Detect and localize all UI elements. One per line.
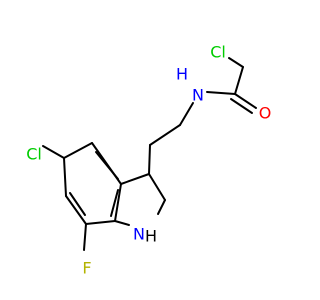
atom-oxygen: O: [259, 104, 272, 123]
atom-hydrogen-amide: H: [176, 65, 188, 84]
bond-aromatic-inner-2: [69, 192, 86, 216]
bond-carbonyl-oxygen: [234, 93, 257, 109]
bond-carbonyl-nitrogen: [206, 91, 236, 95]
bond-c7-f: [83, 223, 87, 251]
bond-c3a-c3: [120, 173, 150, 185]
bond-c5-c6: [63, 157, 67, 197]
atom-cl-acyl: Cl: [210, 43, 226, 62]
atom-layer: Cl O N H Cl N H F: [26, 43, 271, 278]
bond-layer: [42, 57, 257, 251]
bond-cl-ch2: [228, 57, 244, 68]
atom-fluorine: F: [82, 259, 91, 278]
bond-carbonyl-oxygen-second: [230, 98, 253, 114]
bond-ch2-c3: [148, 144, 151, 175]
bond-ch2-ch2: [149, 124, 181, 146]
bond-c4-c5: [63, 142, 93, 159]
molecule-structure: Cl O N H Cl N H F: [26, 43, 271, 278]
atom-hydrogen-ring: H: [145, 227, 157, 246]
bond-aromatic-inner-3: [110, 189, 119, 217]
atom-nitrogen-amide: N: [192, 86, 204, 105]
bond-ch2-carbonyl: [234, 66, 244, 95]
bond-c5-cl: [42, 145, 65, 159]
bond-nitrogen-ch2: [179, 102, 194, 126]
bond-c7a-c3a: [114, 183, 122, 222]
bond-c3-c2: [148, 173, 166, 201]
bond-c7-c7a: [85, 220, 116, 225]
molecule-canvas: Cl O N H Cl N H F: [26, 42, 272, 278]
bond-c2-n1: [157, 199, 166, 215]
bond-n1-c7a: [114, 220, 130, 226]
bond-aromatic-inner-1: [95, 151, 119, 180]
atom-cl-ring: Cl: [26, 145, 42, 164]
atom-nitrogen-ring: N: [133, 225, 145, 244]
bond-c6-c7: [65, 195, 87, 225]
